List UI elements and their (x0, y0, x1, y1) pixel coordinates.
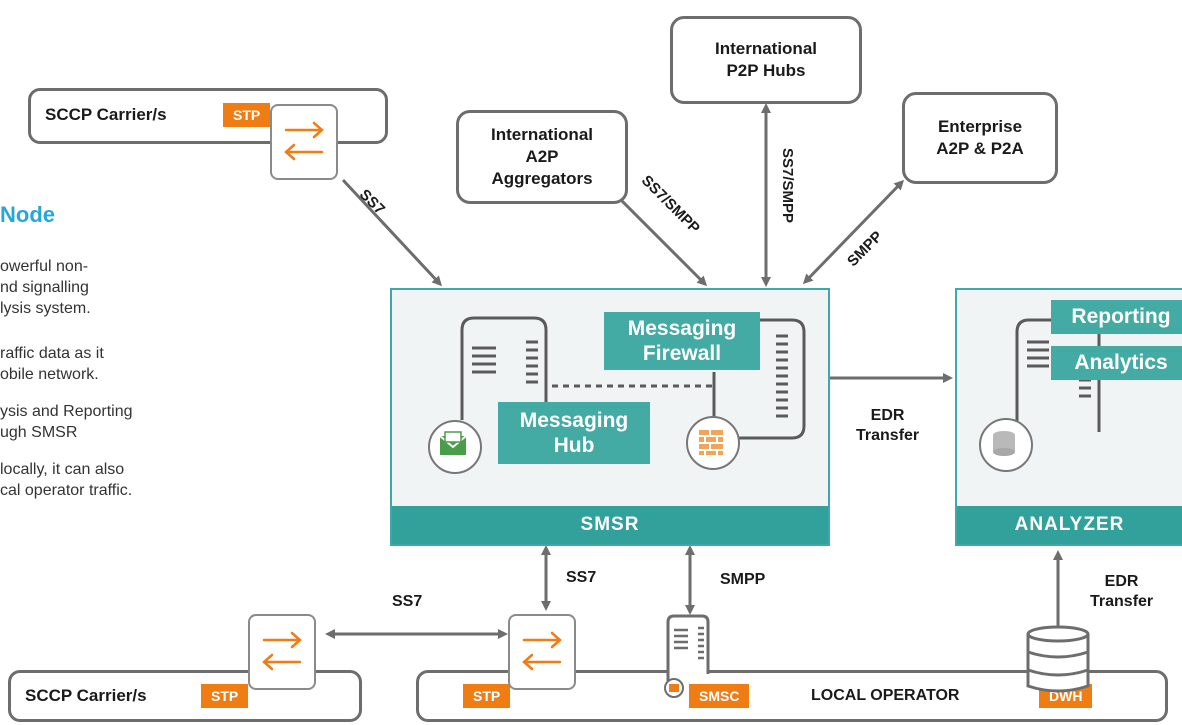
intl-p2p-hubs-node: International P2P Hubs (670, 16, 862, 104)
smsc-server-icon (664, 614, 714, 698)
edge-label-ss7-smsr-stp: SS7 (566, 569, 597, 586)
stp-icon-top (270, 104, 338, 180)
messaging-hub-label: Messaging Hub (498, 402, 650, 464)
dwh-database-icon (1022, 624, 1094, 696)
edge-label-ss7-bottom: SS7 (392, 593, 423, 610)
edge-a2p (616, 195, 708, 287)
stp-icon-local (508, 614, 576, 690)
edge-label-ss7-smpp-p2p: SS7/SMPP (779, 148, 796, 224)
email-icon (428, 420, 482, 474)
stp-icon-bottom-left (248, 614, 316, 690)
enterprise-node: Enterprise A2P & P2A (902, 92, 1058, 184)
left-para-line-6: ysis and Reporting (0, 403, 133, 420)
sccp-carrier-bottom-label: SCCP Carrier/s (25, 686, 147, 705)
smsr-internals (460, 316, 806, 440)
left-para-line-5: obile network. (0, 366, 99, 383)
edge-label-edr-transfer-mid: EDR Transfer (856, 407, 920, 444)
left-para-line-4: raffic data as it (0, 345, 104, 362)
switch-arrows-icon (284, 121, 324, 161)
left-section-title: Node (0, 202, 55, 227)
left-para-line-3: lysis system. (0, 300, 91, 317)
messaging-firewall-label: Messaging Firewall (604, 312, 760, 370)
switch-arrows-icon (262, 631, 302, 671)
sccp-carrier-top-label: SCCP Carrier/s (45, 105, 167, 124)
analyzer-panel: Reporting Analytics ANALYZER (955, 288, 1182, 546)
reporting-label: Reporting (1051, 300, 1182, 334)
switch-arrows-icon (522, 631, 562, 671)
local-stp-tag: STP (463, 684, 511, 708)
analytics-label: Analytics (1051, 346, 1182, 380)
edge-label-smpp-smsr-smsc: SMPP (720, 571, 766, 588)
analyzer-bar: ANALYZER (957, 506, 1182, 544)
left-para-line-7: ugh SMSR (0, 424, 78, 441)
stp-tag-top: STP (223, 103, 271, 127)
edge-label-edr-transfer-bottom: EDR Transfer (1090, 573, 1154, 610)
local-smsc-tag: SMSC (689, 684, 750, 708)
left-para-line-8: locally, it can also (0, 461, 125, 478)
database-icon (979, 418, 1033, 472)
edge-ss7-top (341, 178, 443, 287)
left-para-line-9: cal operator traffic. (0, 482, 133, 499)
intl-a2p-aggregators-node: International A2P Aggregators (456, 110, 628, 204)
firewall-icon (686, 416, 740, 470)
left-para-line-2: nd signalling (0, 279, 89, 296)
smsr-bar: SMSR (392, 506, 828, 544)
smsr-panel: Messaging Firewall Messaging Hub SMSR (390, 288, 830, 546)
left-para-line-1: owerful non- (0, 258, 89, 275)
edge-enterprise (802, 179, 905, 285)
stp-tag-bottom: STP (201, 684, 249, 708)
local-operator-label: LOCAL OPERATOR (811, 687, 960, 704)
